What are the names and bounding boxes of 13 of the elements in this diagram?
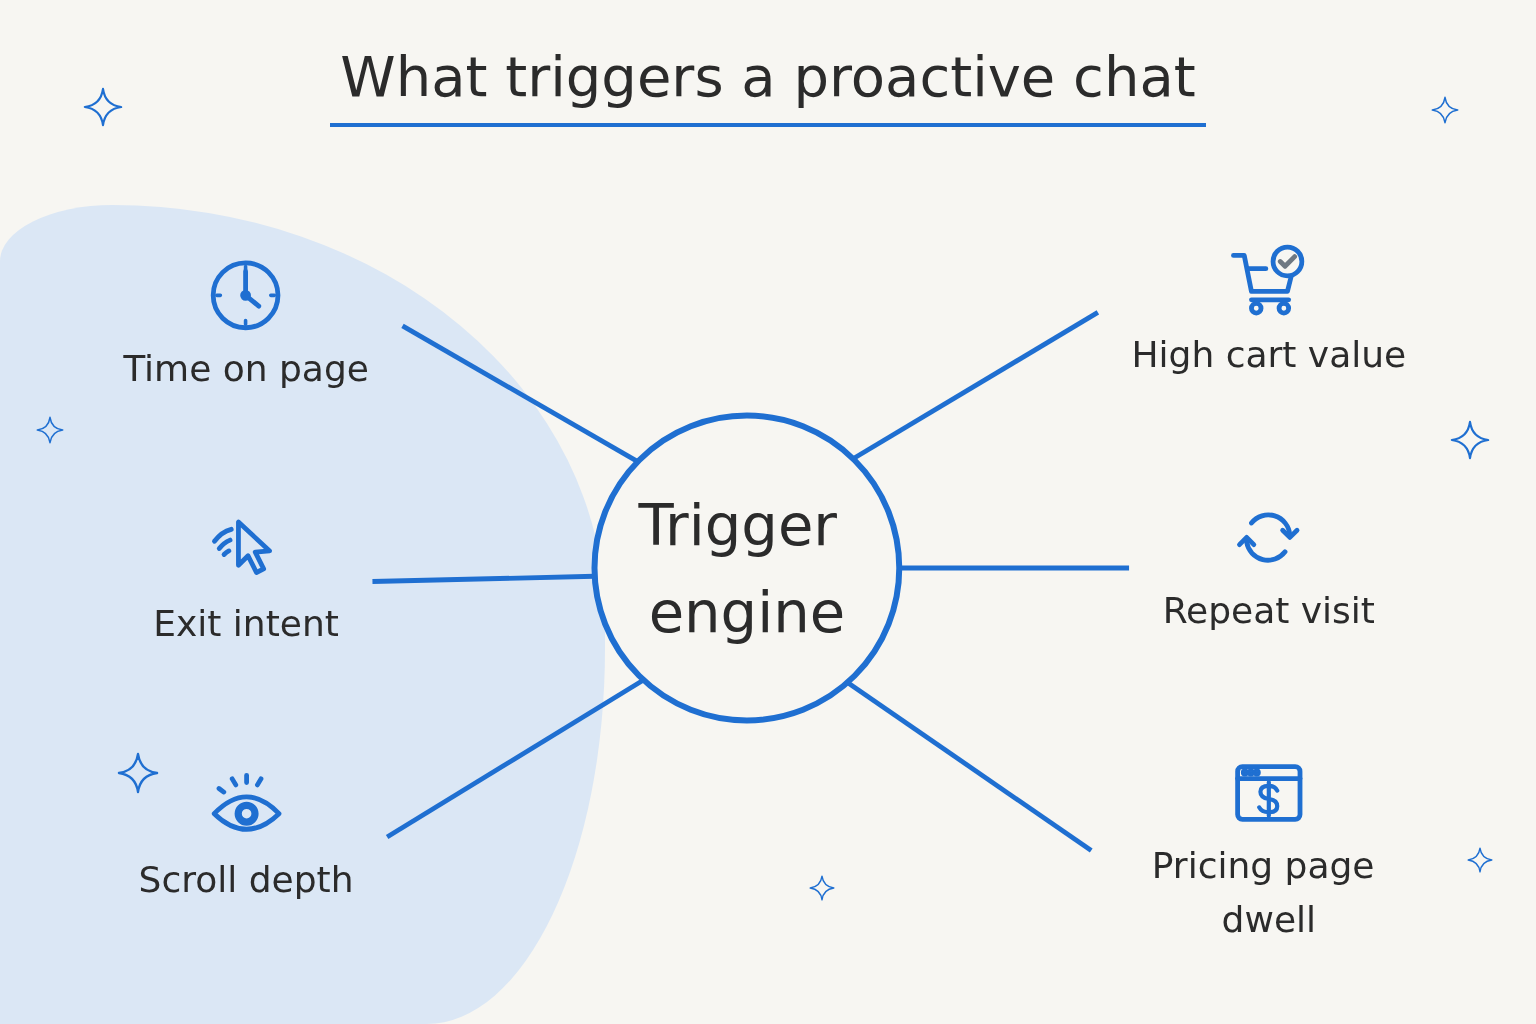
connector: [846, 680, 1093, 853]
connector: [899, 565, 1130, 571]
node-label: Pricing page dwell: [1151, 844, 1375, 941]
node-label: High cart value: [1131, 333, 1407, 376]
node-label: Repeat visit: [1162, 589, 1375, 631]
connector: [385, 677, 645, 840]
node-circle: Trigger engine: [591, 412, 903, 724]
connector: [372, 573, 595, 584]
connector: [401, 323, 639, 464]
title: What triggers a proactive chat: [330, 44, 1206, 127]
node-label: Exit intent: [153, 602, 339, 645]
node-label: Scroll depth: [138, 858, 354, 901]
node-label: Time on page: [123, 346, 369, 389]
